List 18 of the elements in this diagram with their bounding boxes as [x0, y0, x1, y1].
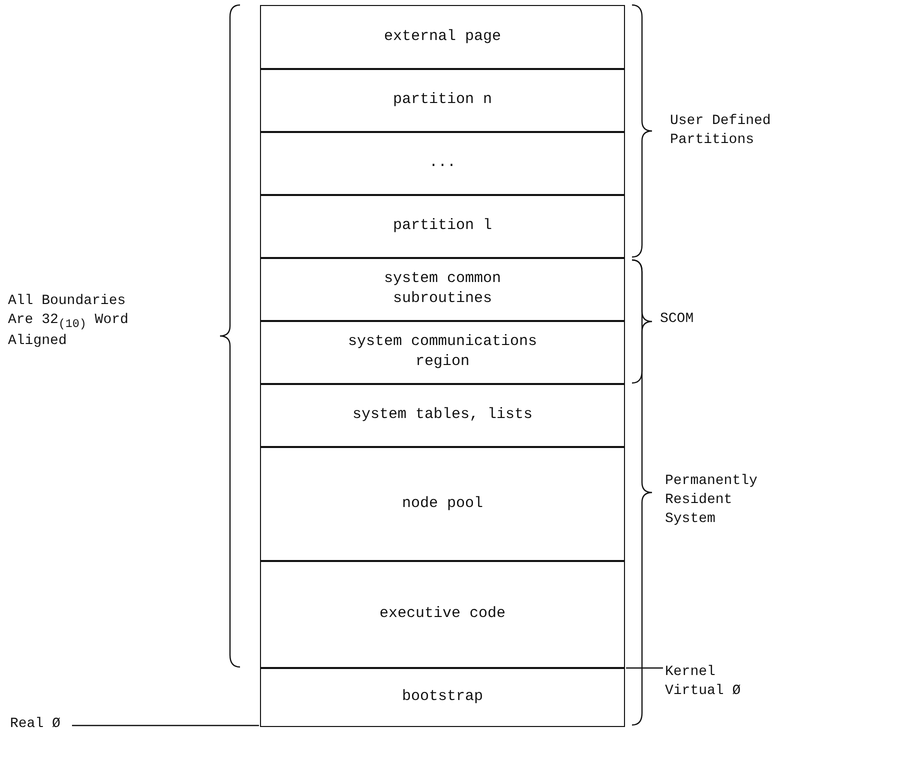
brace-label: All Boundaries Are 32$_{(10)}$ Word Aligned [8, 292, 130, 352]
boundary-label: Kernel Virtual Ø [665, 660, 760, 704]
memory-region-box: partition n [260, 68, 625, 132]
memory-region-box: ... [260, 131, 625, 196]
memory-region-box: system tables, lists [260, 383, 625, 448]
leader-line [626, 667, 663, 669]
memory-region-box: node pool [260, 446, 625, 562]
memory-region-box: bootstrap [260, 667, 625, 726]
memory-region-box: executive code [260, 560, 625, 668]
brace-label: User Defined Partitions [670, 112, 772, 150]
brace-label: Permanently Resident System [665, 472, 758, 529]
leader-line [72, 724, 259, 726]
memory-region-box: system communications region [260, 320, 625, 384]
memory-region-box: external page [260, 5, 625, 70]
boundary-label: Real Ø [10, 713, 70, 735]
memory-region-box: system common subroutines [260, 257, 625, 322]
brace-label: SCOM [660, 310, 695, 329]
memory-region-box: partition l [260, 194, 625, 258]
